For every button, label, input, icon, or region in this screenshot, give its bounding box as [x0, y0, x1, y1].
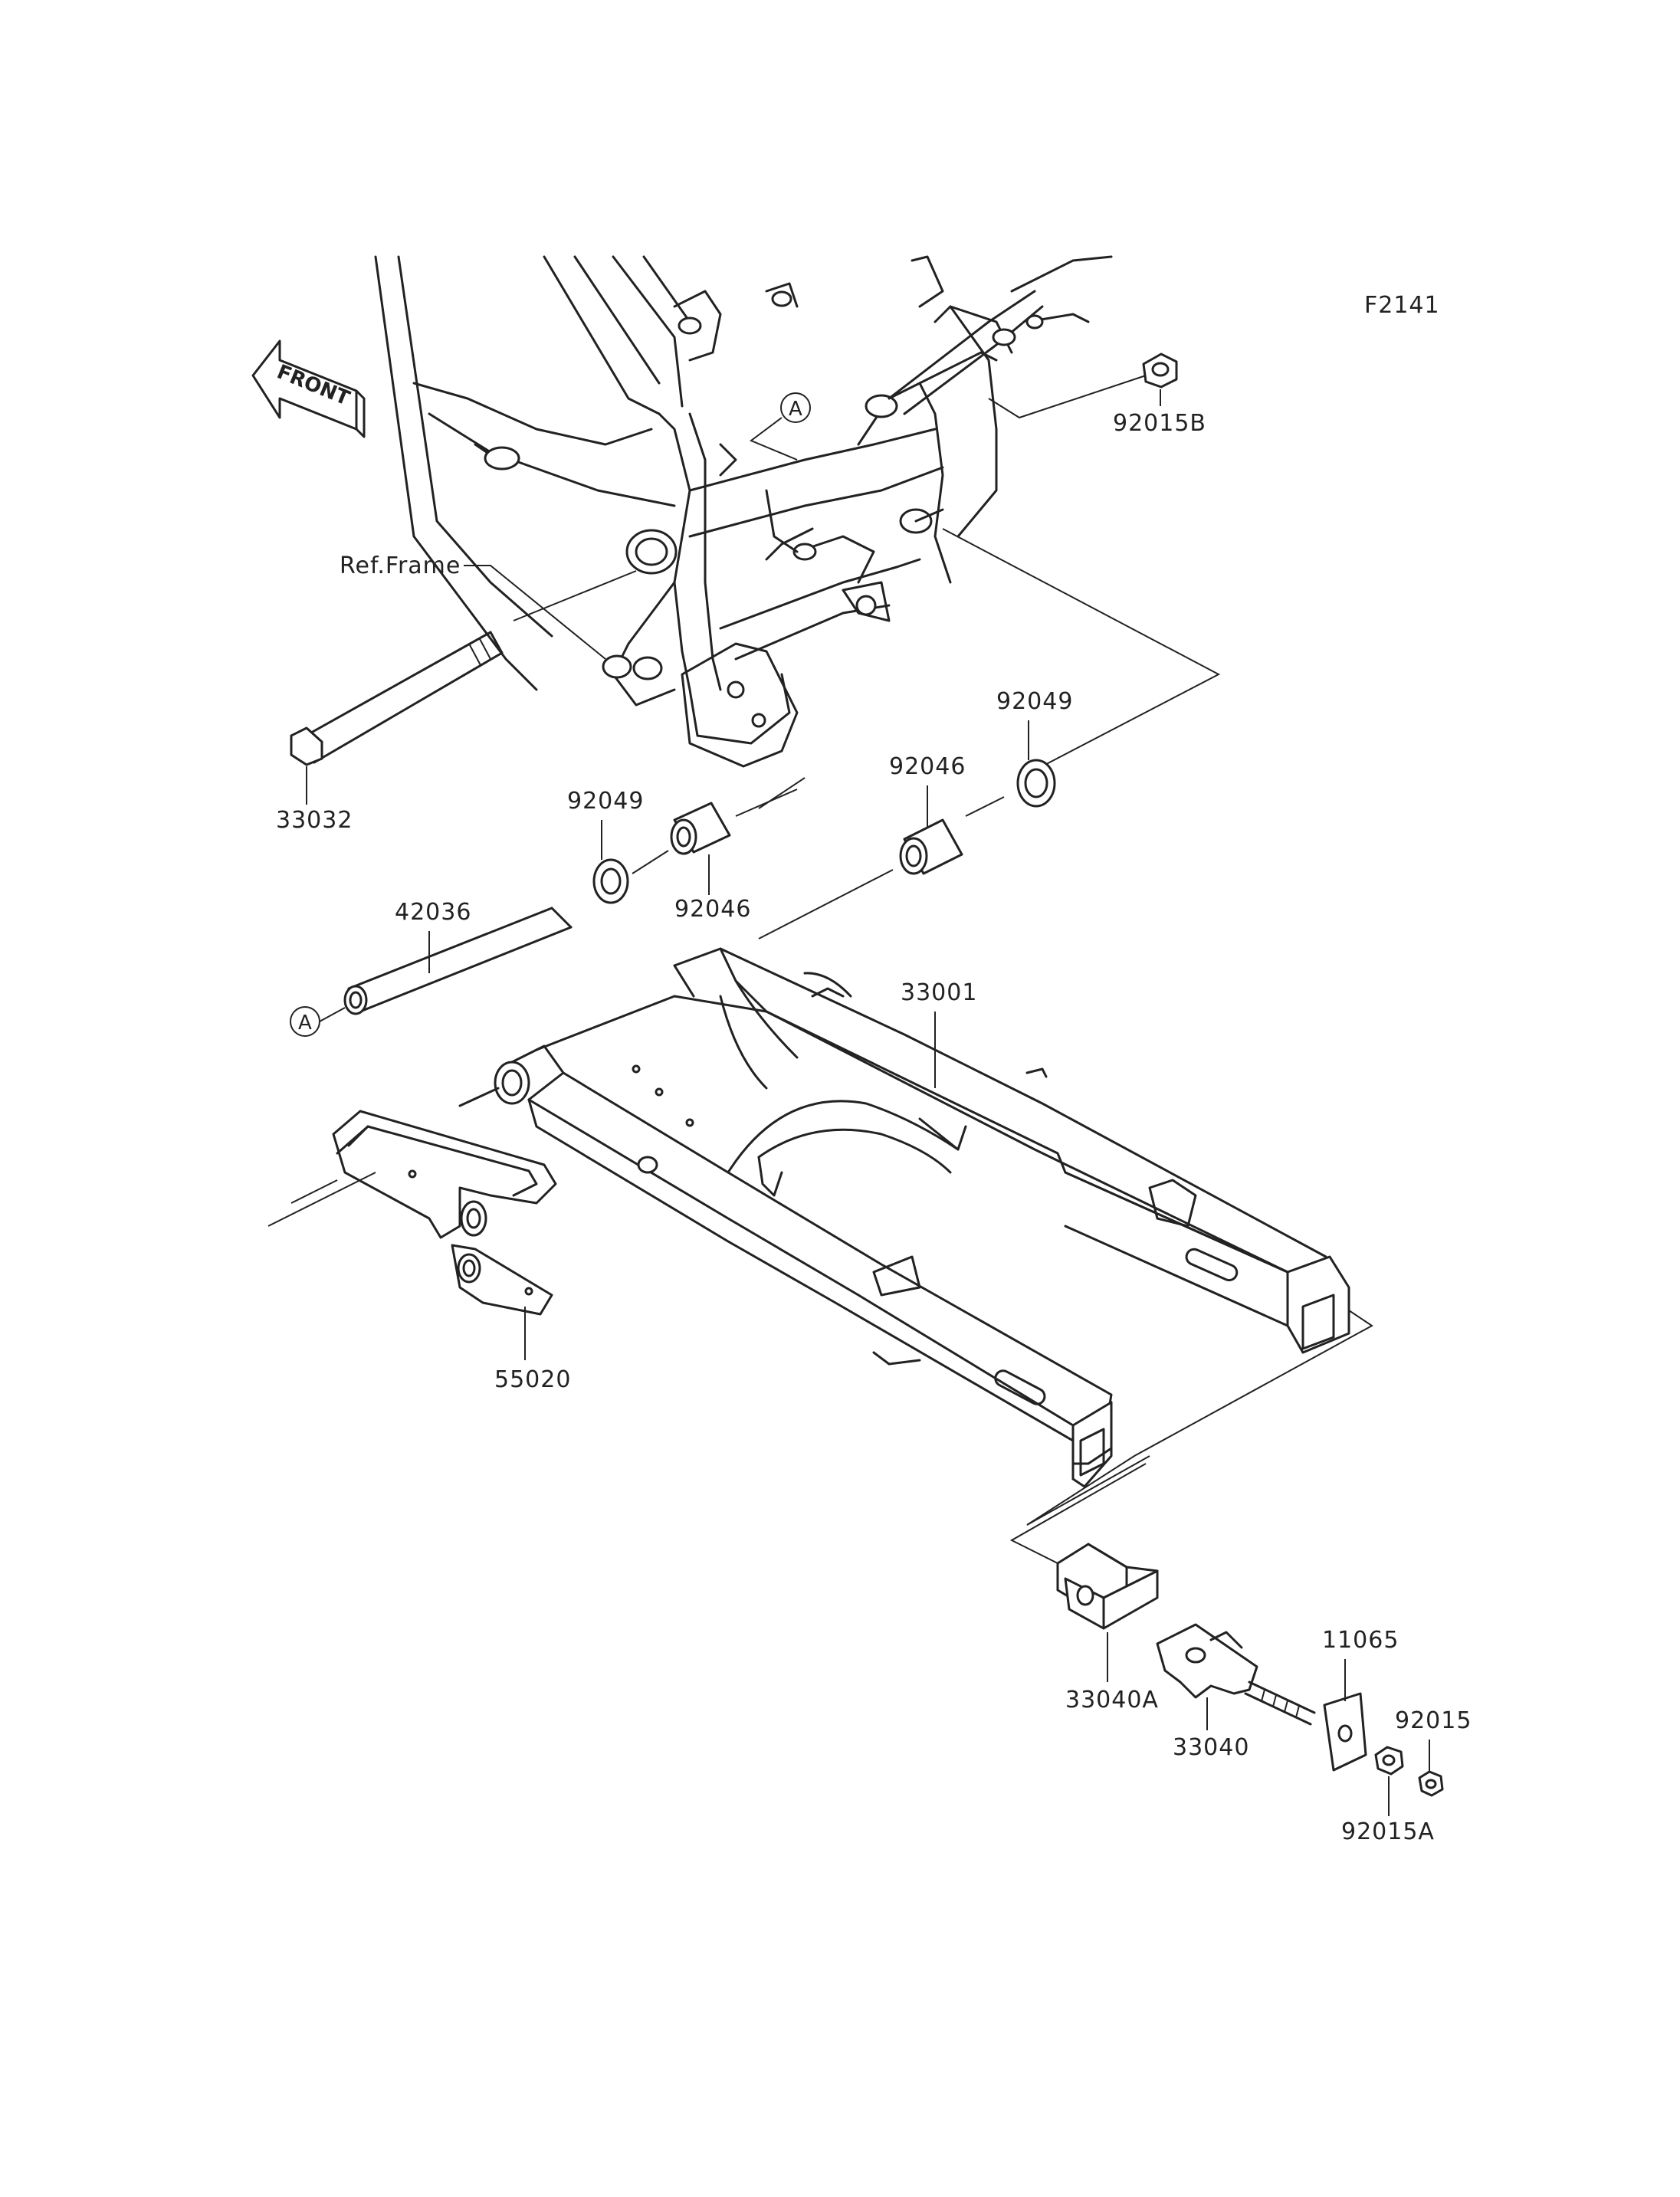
part-label-33040A: 33040A — [1065, 1687, 1159, 1713]
ref-frame-label: Ref.Frame — [340, 553, 461, 579]
nut-92015A — [1374, 1746, 1404, 1776]
part-label-92046-left: 92046 — [674, 896, 751, 923]
nut-92015 — [1418, 1770, 1444, 1797]
part-label-92015: 92015 — [1395, 1707, 1472, 1734]
ref-marker-top: A — [750, 392, 811, 461]
adjuster-bolt — [1244, 1681, 1367, 1772]
part-label-55020: 55020 — [494, 1366, 571, 1393]
chain-guide — [332, 1110, 557, 1316]
part-label-42036: 42036 — [395, 899, 471, 926]
front-arrow-icon: FRONT — [251, 339, 366, 438]
part-label-92049-left: 92049 — [567, 788, 644, 815]
swingarm — [458, 947, 1350, 1488]
part-label-92049-right: 92049 — [996, 688, 1073, 715]
part-label-92015B: 92015B — [1113, 410, 1206, 437]
adjuster-block-33040A — [1056, 1543, 1159, 1630]
bearing-right — [899, 818, 963, 875]
part-label-11065: 11065 — [1322, 1627, 1399, 1654]
part-label-33032: 33032 — [276, 807, 353, 834]
nut-92015B — [1142, 353, 1178, 389]
svg-text:A: A — [298, 1012, 312, 1035]
seal-left — [592, 858, 629, 904]
bearing-left — [670, 802, 731, 855]
part-label-92015A: 92015A — [1341, 1818, 1435, 1845]
frame-drawing — [374, 255, 1113, 768]
svg-text:A: A — [789, 398, 802, 421]
figure-code: F2141 — [1364, 292, 1440, 319]
pivot-bolt — [290, 631, 504, 766]
ref-marker-bottom: A — [290, 1006, 346, 1037]
adjuster-plate-33040 — [1156, 1623, 1258, 1699]
part-label-33001: 33001 — [901, 979, 977, 1006]
seal-right — [1016, 759, 1056, 808]
part-label-92046-right: 92046 — [889, 753, 966, 780]
pivot-collar — [343, 907, 573, 1015]
front-label: FRONT — [274, 360, 353, 410]
part-label-33040: 33040 — [1173, 1734, 1249, 1761]
